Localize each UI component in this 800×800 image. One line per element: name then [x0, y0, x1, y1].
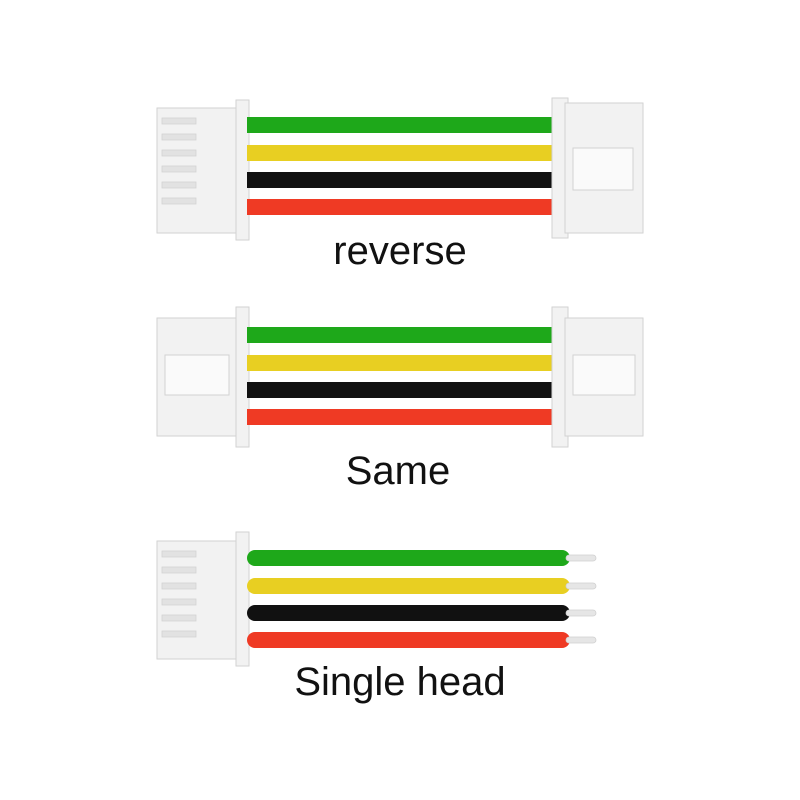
wire-yellow: [247, 355, 557, 371]
left-connector-housing: [156, 306, 250, 448]
cable-same: [156, 306, 644, 448]
right-connector-housing: [551, 97, 644, 239]
wire-black: [247, 172, 557, 188]
right-connector-housing: [551, 306, 644, 448]
wire-bundle: [247, 117, 557, 215]
wire-red: [247, 199, 557, 215]
caption-single-head: Single head: [294, 660, 506, 704]
cable-reverse: [156, 97, 644, 241]
left-connector-pin-header: [156, 531, 250, 667]
wire-tip: [565, 582, 597, 590]
wire-tip: [565, 609, 597, 617]
wire-green: [247, 327, 557, 343]
wire-yellow: [247, 145, 557, 161]
wire-yellow: [247, 578, 570, 594]
wire-black: [247, 382, 557, 398]
wire-green: [247, 550, 570, 566]
wire-bundle-bare-ends: [247, 550, 597, 648]
caption-same: Same: [345, 449, 451, 493]
wire-green: [247, 117, 557, 133]
wire-red: [247, 409, 557, 425]
wire-red: [247, 632, 570, 648]
left-connector-pin-header: [156, 99, 250, 241]
wire-bundle: [247, 327, 557, 425]
wire-tip: [565, 636, 597, 644]
cable-single: [156, 531, 597, 667]
wire-black: [247, 605, 570, 621]
wire-tip: [565, 554, 597, 562]
caption-reverse: reverse: [333, 229, 467, 273]
